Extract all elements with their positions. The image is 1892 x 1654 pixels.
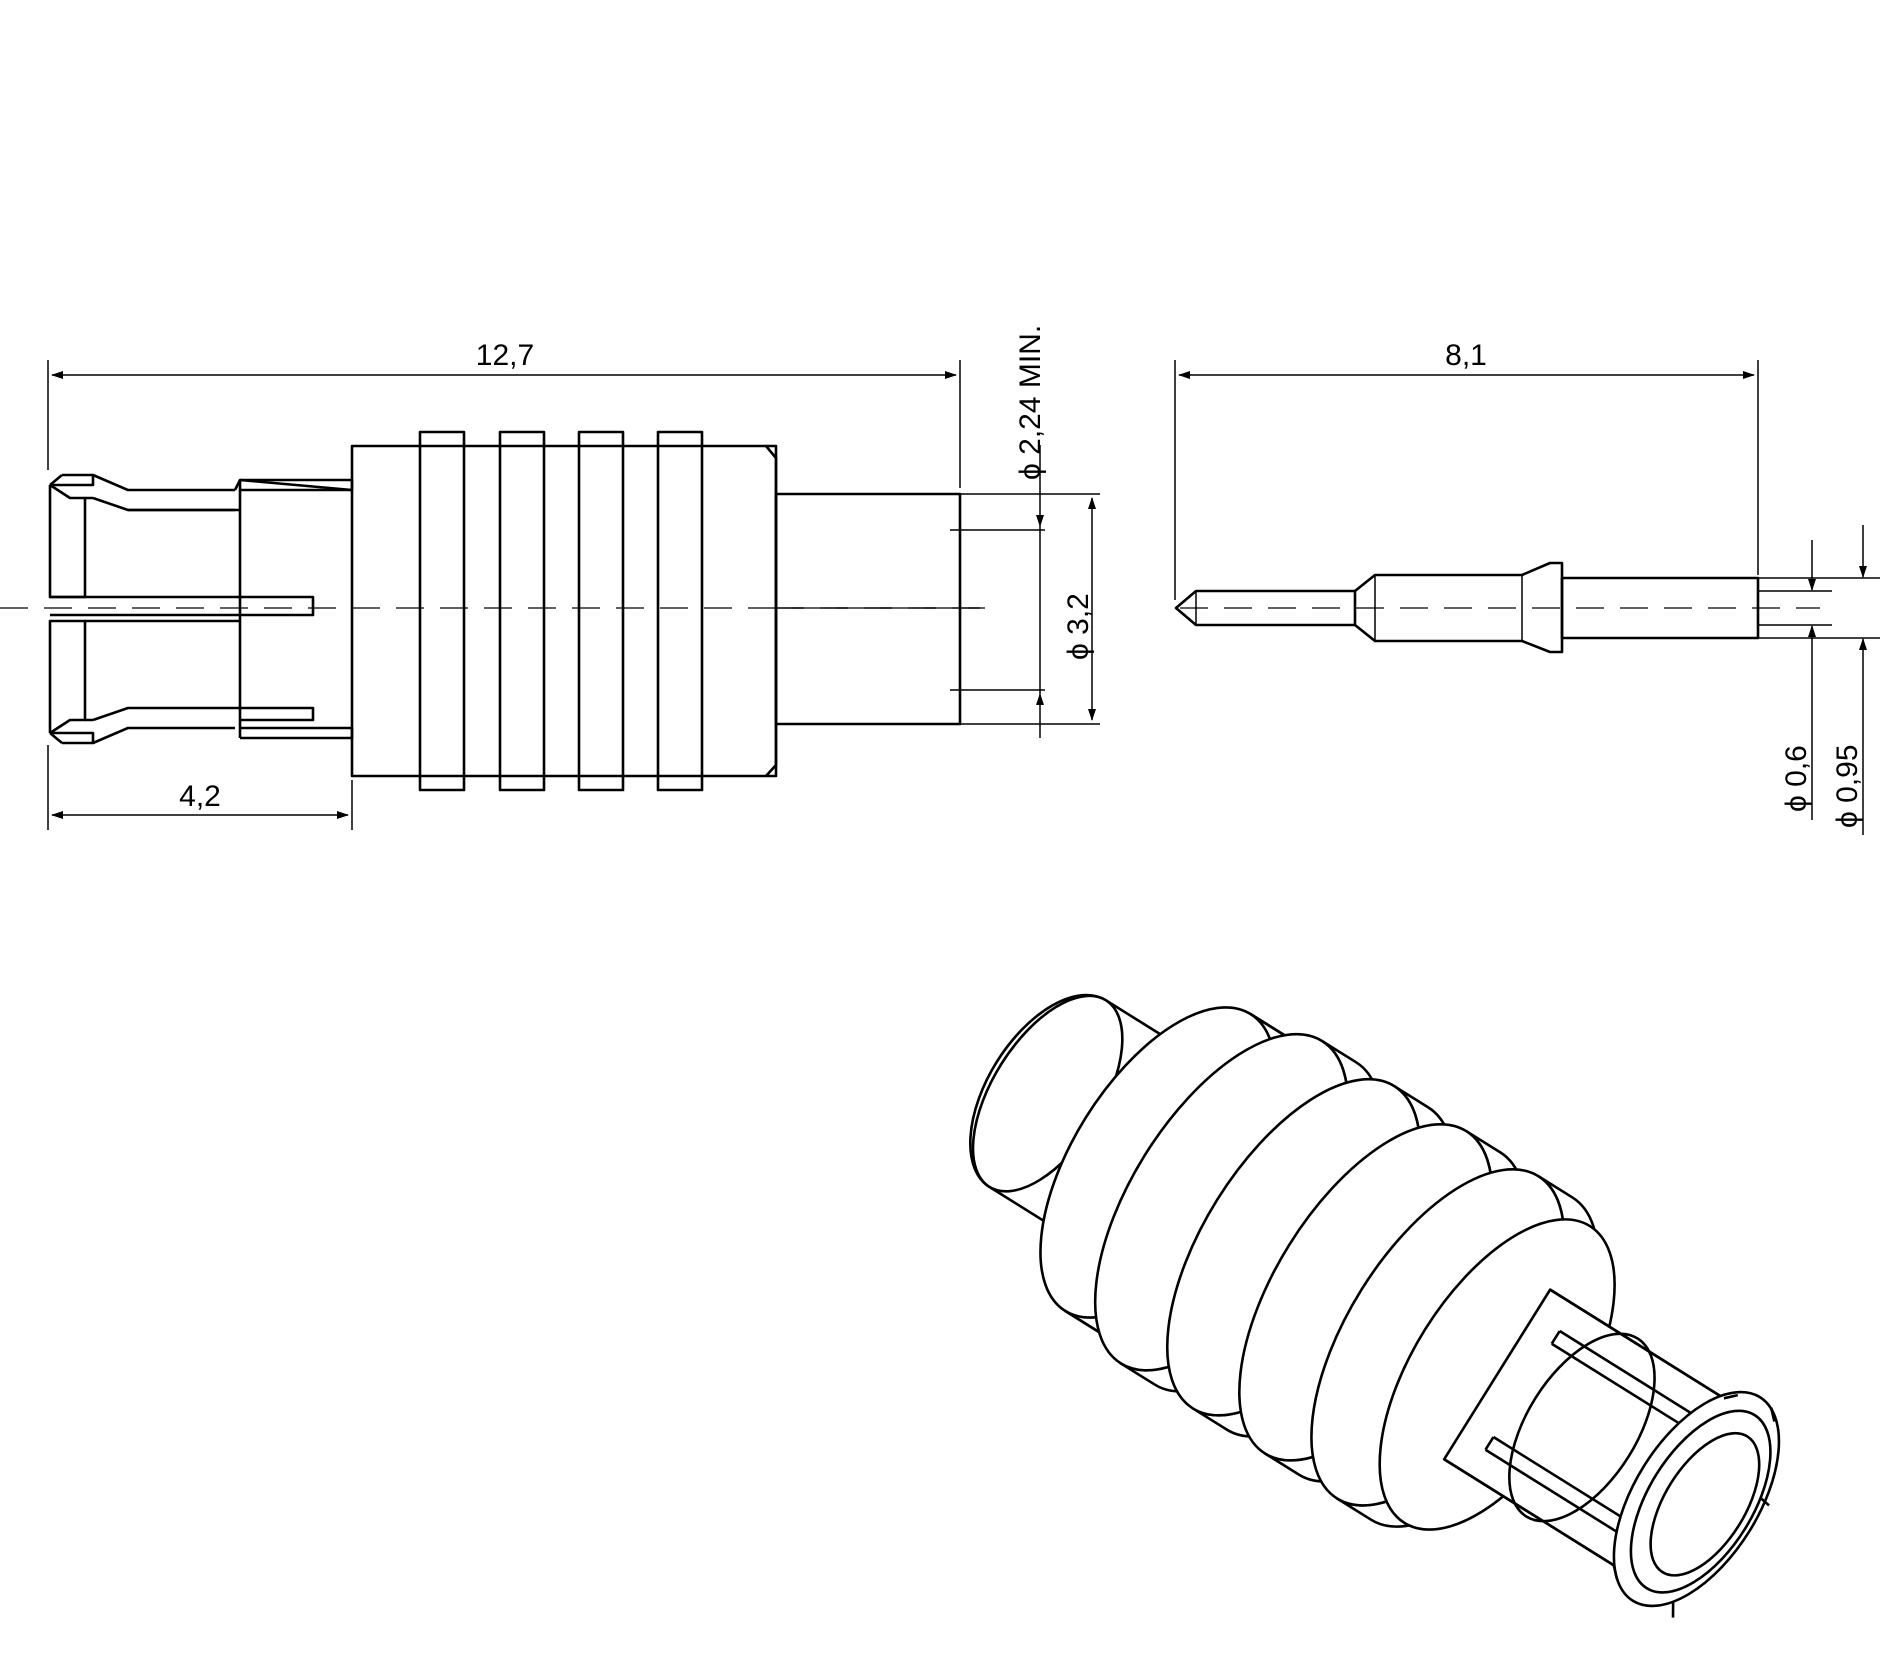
grip-ring-4 (656, 430, 704, 792)
grip-ring-1 (418, 430, 466, 792)
contact-pin (1174, 561, 1820, 654)
dimension-front-length: 4,2 (47, 745, 353, 830)
iso-collar-bore (1649, 1431, 1761, 1577)
connector-isometric-view (969, 993, 1781, 1618)
pin-length-label: 8,1 (1445, 339, 1487, 372)
grip-ring-2 (498, 430, 546, 792)
dimension-pin-length: 8,1 (1174, 339, 1759, 600)
dimension-outer-diameter: ϕ 3,2 (1062, 497, 1096, 721)
cable-tail (774, 492, 962, 726)
cable-bore-label: ϕ 2,24 MIN. (1014, 325, 1047, 480)
dimension-pin-diameters: ϕ 0,6 ϕ 0,95 (1758, 525, 1880, 835)
connector-body (350, 444, 778, 778)
front-collar-bottom (48, 619, 87, 735)
pin-tip-diameter-label: ϕ 0,6 (1780, 745, 1813, 812)
outer-diameter-label: ϕ 3,2 (1062, 593, 1095, 660)
pin-shank-diameter-label: ϕ 0,95 (1831, 744, 1864, 828)
overall-length-label: 12,7 (476, 339, 534, 372)
dimension-overall-length: 12,7 (47, 339, 961, 488)
front-length-label: 4,2 (179, 780, 221, 813)
front-collar-top (48, 483, 87, 599)
iso-collar-head (1612, 1390, 1781, 1608)
pin-tip (1174, 589, 1357, 627)
connector-side-view (0, 430, 1100, 792)
grip-ring-3 (577, 430, 625, 792)
dimension-cable-bore: ϕ 2,24 MIN. (1014, 325, 1047, 738)
